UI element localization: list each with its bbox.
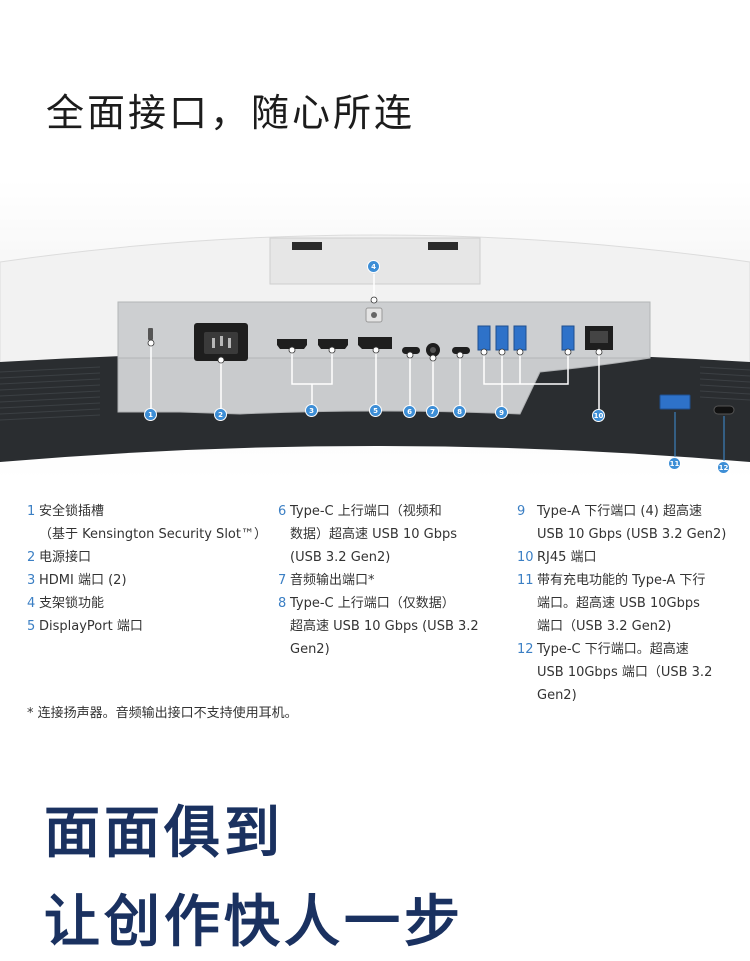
port-badge-7: 7 [426,405,439,418]
port-badge-12: 12 [717,461,730,474]
item-number: 3 [27,573,36,588]
item-number: 1 [27,504,36,519]
item-text: Type-C 上行端口（仅数据） [290,596,455,611]
item-text: Type-A 下行端口 (4) 超高速 [537,504,702,519]
port-badge-4: 4 [367,260,380,273]
monitor-rear-illustration: 1 2 3 4 5 6 7 8 9 10 11 12 [0,180,750,480]
item-text: DisplayPort 端口 [39,619,143,634]
port-badge-5: 5 [369,404,382,417]
port-badge-9: 9 [495,406,508,419]
item-text: HDMI 端口 (2) [39,573,127,588]
port-list-column-3: 9 Type-A 下行端口 (4) 超高速 USB 10 Gbps (USB 3.… [517,500,742,707]
item-number: 7 [278,573,287,588]
item-text: 端口。超高速 USB 10Gbps [537,596,700,611]
item-text: 数据）超高速 USB 10 Gbps [290,527,457,542]
list-item: Gen2) [278,638,498,661]
item-number: 12 [517,642,534,657]
port-badge-6: 6 [403,405,416,418]
item-text: (USB 3.2 Gen2) [290,550,391,565]
item-number: 11 [517,573,534,588]
item-number: 9 [517,504,526,519]
port-badge-10: 10 [592,409,605,422]
item-text: 端口（USB 3.2 Gen2) [537,619,672,634]
port-badge-3: 3 [305,404,318,417]
item-text: 安全锁插槽 [39,504,105,519]
list-item: 数据）超高速 USB 10 Gbps [278,523,498,546]
item-text: USB 10 Gbps (USB 3.2 Gen2) [537,527,727,542]
item-text: Gen2) [537,688,577,703]
list-item: Gen2) [517,684,742,707]
item-text: 支架锁功能 [39,596,105,611]
list-item: USB 10Gbps 端口（USB 3.2 [517,661,742,684]
list-item: 9 Type-A 下行端口 (4) 超高速 [517,500,742,523]
slogan-line-1: 面面俱到 [44,801,284,866]
item-text: （基于 Kensington Security Slot™） [39,527,267,542]
page-title: 全面接口，随心所连 [46,91,416,135]
item-text: RJ45 端口 [537,550,597,565]
item-text: USB 10Gbps 端口（USB 3.2 [537,665,713,680]
item-text: 电源接口 [39,550,92,565]
item-text: Gen2) [290,642,330,657]
list-item: 端口（USB 3.2 Gen2) [517,615,742,638]
port-badge-11: 11 [668,457,681,470]
item-number: 10 [517,550,534,565]
item-text: 超高速 USB 10 Gbps (USB 3.2 [290,619,479,634]
monitor-rear-svg [0,234,750,462]
item-text: 带有充电功能的 Type-A 下行 [537,573,706,588]
item-number: 4 [27,596,36,611]
list-item: 超高速 USB 10 Gbps (USB 3.2 [278,615,498,638]
item-number: 5 [27,619,36,634]
slogan-line-2: 让创作快人一步 [44,890,464,955]
footnote: * 连接扬声器。音频输出接口不支持使用耳机。 [27,706,298,721]
item-number: 8 [278,596,287,611]
list-item: USB 10 Gbps (USB 3.2 Gen2) [517,523,742,546]
item-number: 2 [27,550,36,565]
list-item: （基于 Kensington Security Slot™） [27,523,277,546]
port-badge-1: 1 [144,408,157,421]
port-badge-2: 2 [214,408,227,421]
list-item: 端口。超高速 USB 10Gbps [517,592,742,615]
item-text: 音频输出端口* [290,573,375,588]
item-number: 6 [278,504,287,519]
item-text: Type-C 上行端口（视频和 [290,504,442,519]
list-item: (USB 3.2 Gen2) [278,546,498,569]
port-badge-8: 8 [453,405,466,418]
item-text: Type-C 下行端口。超高速 [537,642,689,657]
